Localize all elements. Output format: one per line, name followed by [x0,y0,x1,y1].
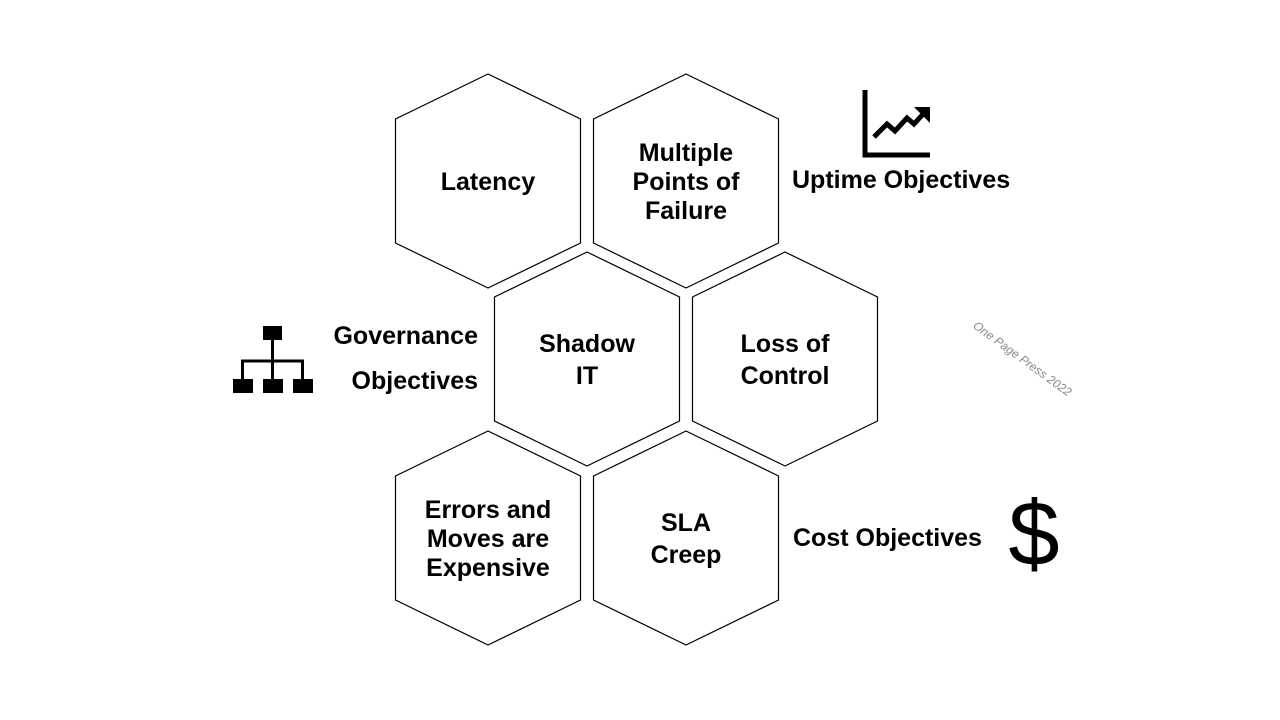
hexagon-shape [394,430,582,646]
uptime-objectives-label: Uptime Objectives [792,166,1010,194]
governance-objectives-label-line1: Governance [333,322,478,350]
hexagon-label-line: Moves are [427,525,549,553]
hexagon-label-line: Points of [633,168,741,196]
hexagon-shape [394,73,582,289]
dollar-sign-icon: $ [1008,483,1059,585]
hexagon-label-line: Latency [441,168,536,196]
hexagon-6: SLA Creep [592,430,780,646]
hexagon-label-line: SLA [661,509,711,537]
hexagon-label-line: Creep [651,541,722,569]
cost-objectives-label: Cost Objectives [793,524,982,552]
hexagon-4: Loss of Control [691,251,879,467]
governance-objectives-label-line2: Objectives [352,367,478,395]
hexagon-shape [592,73,780,289]
hexagon-label-line: Loss of [741,330,831,358]
watermark: One Page Press 2022 [970,318,1074,399]
org-chart-icon [233,326,313,393]
hexagon-label-line: Control [741,362,830,390]
hexagon-shape [493,251,681,467]
hexagon-label-line: Shadow [539,330,635,358]
hexagon-label-line: IT [576,362,598,390]
hexagon-1: Latency [394,73,582,289]
hexagon-label-line: Expensive [426,554,550,582]
hexagon-label-line: Failure [645,197,727,225]
hexagon-shape [592,430,780,646]
trending-up-chart-icon [862,90,930,158]
hexagon-label-line: Errors and [425,496,551,524]
hexagon-shape [691,251,879,467]
hexagon-label-line: Multiple [639,139,734,167]
